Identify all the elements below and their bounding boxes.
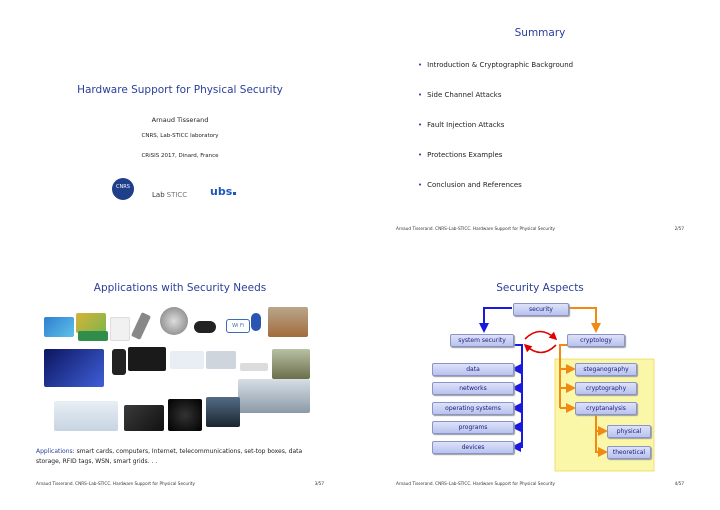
affiliation: CNRS, Lab-STICC laboratory: [141, 133, 219, 139]
node-cryptanalysis[interactable]: cryptanalysis: [575, 402, 637, 415]
summary-slide: Summary •Introduction & Cryptographic Ba…: [360, 0, 720, 255]
airplane-image: [54, 401, 118, 431]
mars-rover-image: [268, 307, 308, 337]
title-slide: Hardware Support for Physical Security A…: [0, 0, 360, 255]
page-number: 3/57: [314, 481, 324, 486]
page-number: 4/57: [674, 481, 684, 486]
node-cryptography[interactable]: cryptography: [575, 382, 637, 395]
node-data[interactable]: data: [432, 363, 514, 376]
ubs-text: ubs: [210, 185, 233, 198]
security-diagram: [479, 307, 655, 472]
set-top-box-image: [240, 363, 268, 371]
security-aspects-title: Security Aspects: [496, 282, 584, 294]
node-steganography[interactable]: steganography: [575, 363, 637, 376]
summary-item[interactable]: •Conclusion and References: [418, 181, 522, 189]
summary-item[interactable]: •Protections Examples: [418, 151, 503, 159]
grid-image: [238, 379, 310, 413]
node-security[interactable]: security: [513, 303, 569, 316]
satellite-image: [168, 399, 202, 431]
node-programs[interactable]: programs: [432, 421, 514, 434]
summary-item[interactable]: •Side Channel Attacks: [418, 91, 502, 99]
arrow-security-cryptology: [568, 307, 601, 333]
node-system-security[interactable]: system security: [450, 334, 514, 347]
author-name: Arnaud Tisserand: [151, 116, 209, 124]
node-operating-systems[interactable]: operating systems: [432, 402, 514, 415]
node-devices[interactable]: devices: [432, 441, 514, 454]
applications-slide: Applications with Security Needs Wi Fi A…: [0, 255, 360, 510]
page-number: 2/57: [674, 226, 684, 231]
node-cryptology[interactable]: cryptology: [567, 334, 625, 347]
server-room-image: [44, 349, 104, 387]
node-physical[interactable]: physical: [607, 425, 651, 438]
arrow-link-bottom: [523, 343, 557, 354]
arrow-theoretical: [595, 431, 608, 457]
slide-footer: Arnaud Tisserand. CNRS–Lab-STICC. Hardwa…: [36, 481, 324, 486]
lab-text: Lab: [152, 191, 165, 199]
bluetooth-logo: [251, 313, 261, 331]
applications-title: Applications with Security Needs: [93, 282, 267, 294]
bullet-icon: •: [418, 61, 423, 69]
bullet-icon: •: [418, 151, 423, 159]
globe-image: [160, 307, 188, 335]
slide-footer: Arnaud Tisserand. CNRS–Lab-STICC. Hardwa…: [396, 481, 684, 486]
cnrs-logo: CNRS: [112, 178, 134, 200]
event-info: CRiSIS 2017, Dinard, France: [141, 153, 219, 159]
bullet-icon: •: [418, 181, 423, 189]
tank-image: [272, 349, 310, 379]
wifi-logo: Wi Fi: [226, 319, 250, 333]
control-room-image: [206, 397, 240, 427]
presentation-title: Hardware Support for Physical Security: [77, 84, 283, 96]
usb-key-image: [130, 312, 152, 340]
document-image: [110, 317, 130, 341]
sticc-text: STICC: [166, 191, 188, 199]
cnrs-logo-text: CNRS: [116, 184, 130, 190]
bullet-icon: •: [418, 91, 423, 99]
summary-title: Summary: [514, 27, 566, 39]
smart-card-image: [44, 317, 74, 337]
bullet-icon: •: [418, 121, 423, 129]
smartphone-image: [112, 349, 126, 375]
applications-text: Applications: smart cards, computers, In…: [36, 448, 303, 465]
blue-trunk: [512, 344, 523, 448]
summary-item[interactable]: •Introduction & Cryptographic Background: [418, 61, 574, 69]
summary-item[interactable]: •Fault Injection Attacks: [418, 121, 505, 129]
summary-list: •Introduction & Cryptographic Background…: [418, 60, 573, 210]
rfid-image: [124, 405, 164, 431]
car-key-image: [194, 321, 216, 333]
arrow-security-system: [479, 307, 512, 333]
slide-footer: Arnaud Tisserand. CNRS–Lab-STICC. Hardwa…: [396, 226, 684, 231]
network-image: [170, 351, 204, 369]
node-theoretical[interactable]: theoretical: [607, 446, 651, 459]
ubs-logo: ubs: [210, 180, 250, 200]
tablet-image: [128, 347, 166, 371]
smart-card-image: [76, 313, 106, 333]
node-networks[interactable]: networks: [432, 382, 514, 395]
cloud-image: [206, 351, 236, 369]
smart-card-image: [78, 331, 108, 341]
security-aspects-slide: Security Aspects security system securit…: [360, 255, 720, 510]
arrow-link-top: [524, 330, 558, 341]
